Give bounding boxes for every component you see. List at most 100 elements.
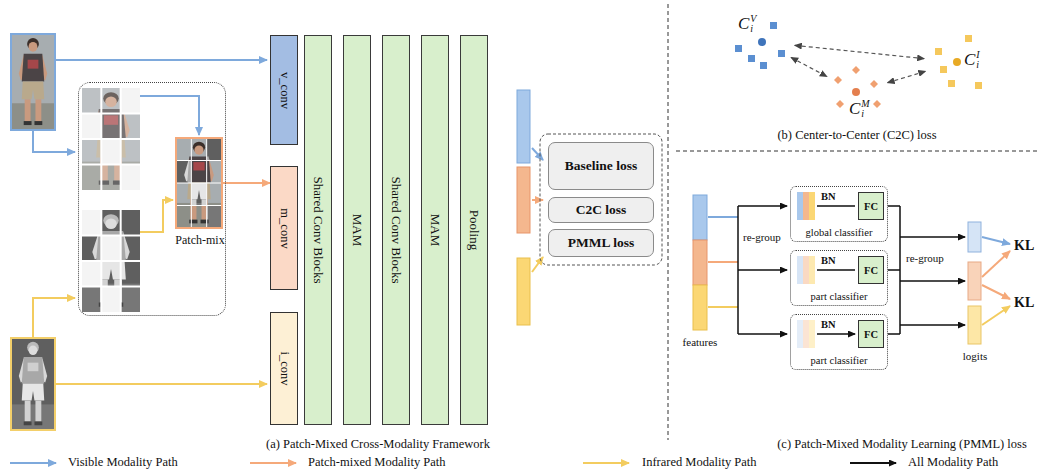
pmml-features-part <box>693 285 707 330</box>
classifier-inputs-part <box>803 192 809 220</box>
panel-caption-text: (b) Center-to-Center (C2C) loss <box>777 128 936 142</box>
connector <box>791 57 827 76</box>
cluster-samples-part <box>948 80 955 87</box>
visible-patch-grid-part <box>82 88 140 190</box>
attention-block: MAM <box>343 35 371 425</box>
regroup-in-lines-part <box>738 205 787 207</box>
box-inner: FC <box>859 257 883 283</box>
cluster-samples-part <box>940 66 947 73</box>
legend-text: Visible Modality Path <box>68 455 178 469</box>
fc-layer: FC <box>858 192 884 220</box>
visible-patch-grid <box>82 88 140 190</box>
superscript: I <box>976 50 979 60</box>
cluster-samples-part <box>953 58 961 66</box>
infrared-patch-grid <box>82 210 140 312</box>
regroup-in-lines-part <box>738 333 787 335</box>
box-inner: Shared Conv Blocks <box>305 36 331 424</box>
loss-label-text: KL <box>1014 238 1034 253</box>
box-text: C2C loss <box>576 202 627 218</box>
regroup-out-lines-part <box>900 236 965 238</box>
loss-box: Baseline loss <box>548 142 654 190</box>
legend-text: All Modality Path <box>908 455 998 469</box>
center-cluster: CMi <box>823 59 889 125</box>
feature-arrows-part <box>532 199 543 201</box>
operation-label-text: BN <box>821 319 836 330</box>
subscript: i <box>861 109 869 119</box>
cluster-circle-fill <box>823 59 889 125</box>
infrared-patch-grid-part <box>82 210 140 312</box>
feature-bars-part <box>517 258 530 325</box>
classifier-box: part classifierFC <box>790 314 888 370</box>
loss-box: C2C loss <box>548 197 654 223</box>
operation-label-text: BN <box>821 191 836 202</box>
operation-label-text: re-group <box>906 252 944 264</box>
cluster-samples-part <box>834 76 842 84</box>
feature-bars <box>517 90 530 325</box>
infrared-patch-grid-part <box>82 261 101 287</box>
logit-bars-part <box>968 222 981 252</box>
panel-caption-text: (a) Patch-Mixed Cross-Modality Framework <box>266 437 490 451</box>
center-label: CVi <box>738 14 756 34</box>
cluster-samples-part <box>735 45 742 52</box>
loss-label-text: KL <box>1014 295 1034 310</box>
regroup-in-lines-part <box>738 269 787 271</box>
box-inner: i_conv <box>271 313 297 424</box>
modality-paths-part <box>55 383 267 385</box>
feature-arrows <box>532 148 543 272</box>
vertical-label: Shared Conv Blocks <box>310 177 326 284</box>
kl-arrows-part <box>982 251 1010 277</box>
attention-block: MAM <box>421 35 449 425</box>
visible-image-part <box>11 34 55 130</box>
patch-mixed-image-part <box>176 138 222 228</box>
operation-label: re-group <box>742 231 782 243</box>
group-label-text: features <box>683 336 718 348</box>
box-text: FC <box>864 265 878 276</box>
feature-bars-part <box>517 90 530 163</box>
box-inner: Pooling <box>461 36 487 424</box>
pooling-block: Pooling <box>460 35 488 425</box>
legend-text: Patch-mixed Modality Path <box>308 455 445 469</box>
operation-label: BN <box>821 255 836 266</box>
classifier-name: part classifier <box>811 291 868 302</box>
box-inner: v_conv <box>271 36 297 144</box>
classifier-inputs-part <box>797 320 803 348</box>
regroup-out-lines-part <box>900 324 965 326</box>
center-label: CIi <box>964 50 980 70</box>
box-inner: Shared Conv Blocks <box>383 36 409 424</box>
classifier-inputs-part <box>809 320 815 348</box>
cluster-circle <box>924 29 990 95</box>
vertical-label: v_conv <box>277 72 292 109</box>
box-inner: FC <box>859 193 883 219</box>
classifier-name: part classifier <box>811 355 868 366</box>
cluster-samples-part <box>873 100 881 108</box>
classifier-label: part classifier <box>791 291 887 302</box>
patch-mixed-image-part <box>176 138 222 228</box>
conv-block: v_conv <box>270 35 298 145</box>
script-stack: Mi <box>861 99 869 119</box>
classifier-name: global classifier <box>806 227 873 238</box>
cluster-samples-part <box>770 22 777 29</box>
panel-caption: (b) Center-to-Center (C2C) loss <box>777 128 936 143</box>
infrared-patch-grid-part <box>101 287 120 313</box>
loss-box: PMML loss <box>548 229 654 257</box>
shared-block: Shared Conv Blocks <box>382 35 410 425</box>
box-inner: MAM <box>422 36 448 424</box>
cluster-samples-part <box>852 66 860 74</box>
operation-label: BN <box>821 319 836 330</box>
visible-patch-grid-part <box>82 88 140 190</box>
cluster-circle-fill <box>729 9 795 75</box>
legend-text: Infrared Modality Path <box>642 455 757 469</box>
logit-bars-part <box>968 262 981 300</box>
superscript: M <box>861 99 869 109</box>
kl-arrows <box>982 237 1010 325</box>
feature-bars-part <box>517 167 530 233</box>
kl-arrows-part <box>982 285 1010 299</box>
logit-bars <box>968 222 981 344</box>
regroup-in-lines-part <box>708 306 738 308</box>
center-symbol: C <box>738 14 749 34</box>
classifier-label: global classifier <box>791 227 887 238</box>
operation-label-text: BN <box>821 255 836 266</box>
feature-arrows-part <box>532 148 543 160</box>
classifier-inputs-part <box>803 320 809 348</box>
